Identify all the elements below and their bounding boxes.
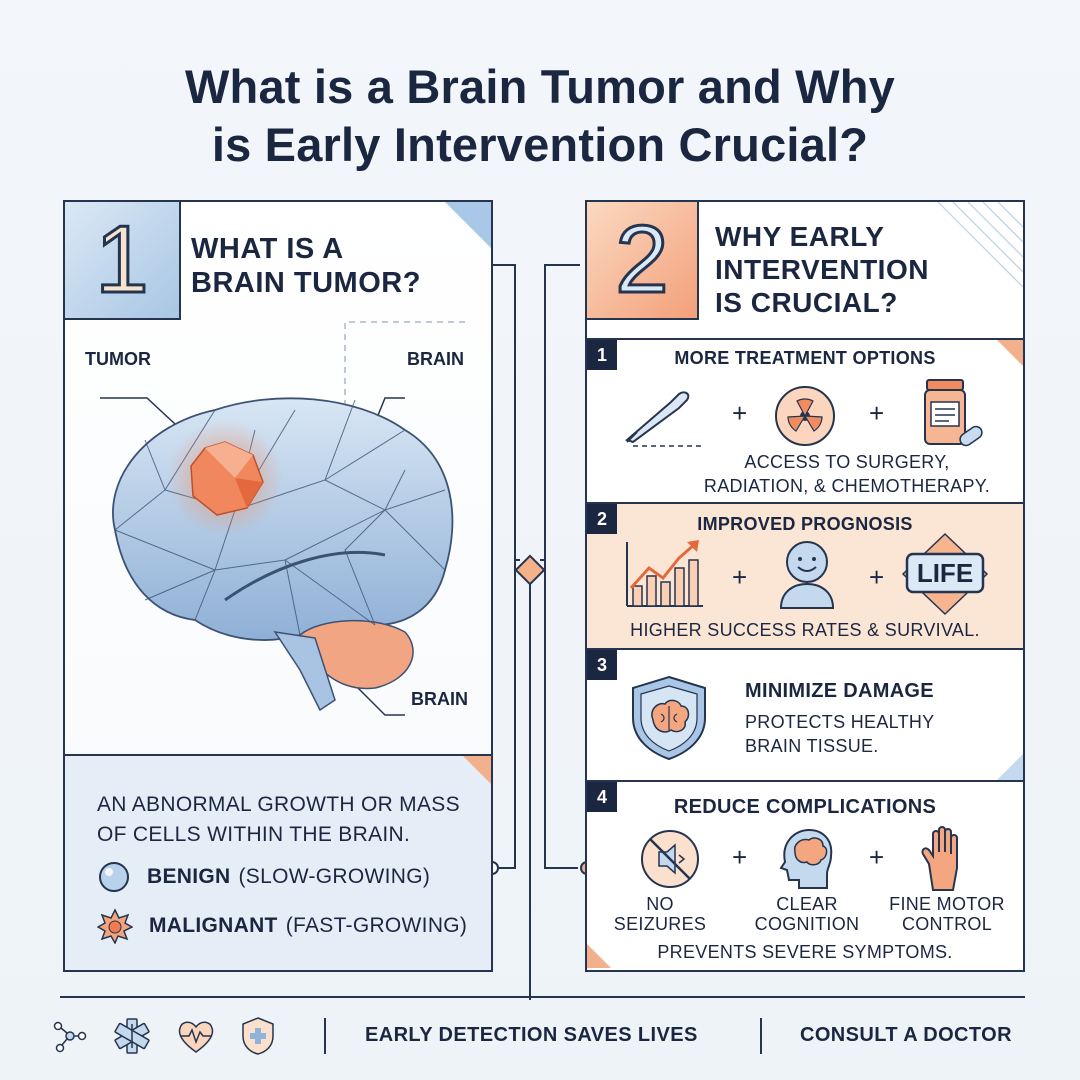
brain-illustration <box>100 397 454 716</box>
hand-icon <box>921 826 958 891</box>
tumor-description-line2: OF CELLS WITHIN THE BRAIN. <box>97 823 411 846</box>
molecule-icon <box>53 1021 87 1053</box>
complication-item-3-line2: CONTROL <box>901 914 993 934</box>
smiling-person-icon <box>779 541 835 609</box>
benefit-number-3: 3 <box>587 650 617 680</box>
page-title: What is a Brain Tumor and Why is Early I… <box>0 58 1080 174</box>
plus-sign: + <box>732 398 748 428</box>
pill-bottle-icon <box>924 379 983 447</box>
complication-item-2-line1: CLEAR <box>776 894 838 914</box>
right-heading-line2: INTERVENTION <box>715 254 929 285</box>
benefit-title-4: REDUCE COMPLICATIONS <box>673 796 937 818</box>
page-title-line1: What is a Brain Tumor and Why <box>185 60 895 113</box>
plus-sign: + <box>869 842 885 872</box>
corner-decoration <box>463 756 491 784</box>
benefit-section-1: 1 MORE TREATMENT OPTIONS + + ACCESS T <box>587 338 1023 502</box>
benefit-caption-3: PROTECTS HEALTHY BRAIN TISSUE. <box>745 710 935 758</box>
hatch-decoration <box>937 202 1023 288</box>
right-heading-line3: IS CRUCIAL? <box>715 287 898 318</box>
benefit-caption-1: ACCESS TO SURGERY, RADIATION, & CHEMOTHE… <box>677 450 1017 498</box>
benefit-caption-3-line2: BRAIN TISSUE. <box>745 736 879 756</box>
benign-row: BENIGN (SLOW-GROWING) <box>97 860 430 894</box>
life-badge-icon <box>901 532 989 616</box>
left-heading-line1: WHAT IS A <box>191 233 344 265</box>
life-badge-text: LIFE <box>916 557 974 588</box>
corner-decoration <box>997 754 1023 780</box>
page-title-line2: is Early Intervention Crucial? <box>211 118 869 171</box>
benefit-caption-1-line2: RADIATION, & CHEMOTHERAPY. <box>703 476 991 496</box>
complication-item-2-line2: COGNITION <box>754 914 860 934</box>
tumor-label: TUMOR <box>85 349 151 369</box>
benefit-title-2: IMPROVED PROGNOSIS <box>697 514 913 534</box>
corner-decoration <box>997 340 1023 366</box>
right-heading: WHY EARLY INTERVENTION IS CRUCIAL? <box>715 220 929 319</box>
radiation-icon <box>775 386 835 446</box>
benefit-section-4: 4 REDUCE COMPLICATIONS + + NO SEIZURES C… <box>587 780 1023 970</box>
brain-label-top: BRAIN <box>407 349 464 369</box>
benefit-number-2: 2 <box>587 504 617 534</box>
complication-item-1: NO SEIZURES <box>605 894 715 934</box>
footer-separator <box>324 1018 326 1054</box>
right-panel: 2 WHY EARLY INTERVENTION IS CRUCIAL? 1 M… <box>585 200 1025 972</box>
medical-star-icon <box>114 1018 150 1054</box>
growth-chart-icon <box>626 540 703 607</box>
tumor-description: AN ABNORMAL GROWTH OR MASS OF CELLS WITH… <box>97 790 460 850</box>
left-heading: WHAT IS A BRAIN TUMOR? <box>191 232 421 300</box>
plus-sign: + <box>732 562 748 592</box>
left-heading-line2: BRAIN TUMOR? <box>191 267 421 299</box>
benefit-section-2: 2 IMPROVED PROGNOSIS + + LIFE HIGHER S <box>587 502 1023 648</box>
malignant-label: MALIGNANT <box>149 914 278 937</box>
plus-sign: + <box>732 842 748 872</box>
circle-icon <box>99 862 129 892</box>
benefit-caption-2: HIGHER SUCCESS RATES & SURVIVAL. <box>630 620 980 640</box>
left-divider <box>65 754 491 756</box>
benefit-caption-4: PREVENTS SEVERE SYMPTOMS. <box>657 942 953 962</box>
complication-item-3: FINE MOTOR CONTROL <box>877 894 1017 934</box>
complication-item-3-line1: FINE MOTOR <box>889 894 1005 914</box>
plus-sign: + <box>869 398 885 428</box>
right-heading-line1: WHY EARLY <box>715 221 885 252</box>
tumor-description-line1: AN ABNORMAL GROWTH OR MASS <box>97 793 460 816</box>
malignant-detail: (FAST-GROWING) <box>285 914 468 937</box>
section-number-2: 2 <box>587 202 699 320</box>
footer-message: EARLY DETECTION SAVES LIVES <box>365 1024 698 1046</box>
plus-sign: + <box>869 562 885 592</box>
complication-item-2: CLEAR COGNITION <box>747 894 867 934</box>
benign-detail: (SLOW-GROWING) <box>238 865 431 888</box>
benefit-number-4: 4 <box>587 782 617 812</box>
benefit-title-1: MORE TREATMENT OPTIONS <box>674 348 936 368</box>
complication-item-1-line1: NO <box>646 894 674 914</box>
brain-label-bottom: BRAIN <box>411 689 468 709</box>
heart-pulse-icon <box>178 1021 214 1053</box>
no-seizures-icon <box>641 830 699 888</box>
section-number-1: 1 <box>65 202 181 320</box>
center-diamond <box>514 554 546 586</box>
consult-doctor-link[interactable]: CONSULT A DOCTOR <box>800 1024 1012 1046</box>
benign-label: BENIGN <box>147 865 231 888</box>
complication-item-1-line2: SEIZURES <box>613 914 707 934</box>
starburst-icon <box>97 908 133 944</box>
footer-icons <box>52 1014 276 1058</box>
description-area <box>65 756 491 970</box>
brain-shield-icon <box>632 675 706 761</box>
medical-shield-icon <box>242 1017 274 1055</box>
malignant-row: MALIGNANT (FAST-GROWING) <box>97 908 467 944</box>
corner-decoration <box>587 944 611 968</box>
benefit-number-1: 1 <box>587 340 617 370</box>
scalpel-icon <box>625 391 701 447</box>
benefit-title-3: MINIMIZE DAMAGE <box>745 680 934 702</box>
head-brain-icon <box>779 828 833 889</box>
corner-decoration <box>445 202 491 248</box>
benefit-section-3: 3 MINIMIZE DAMAGE PROTECTS HEALTHY BRAIN… <box>587 648 1023 780</box>
left-panel: 1 WHAT IS A BRAIN TUMOR? TUMOR BRAIN BRA… <box>63 200 493 972</box>
footer-separator <box>760 1018 762 1054</box>
benefit-caption-1-line1: ACCESS TO SURGERY, <box>744 452 950 472</box>
benefit-caption-3-line1: PROTECTS HEALTHY <box>745 712 935 732</box>
